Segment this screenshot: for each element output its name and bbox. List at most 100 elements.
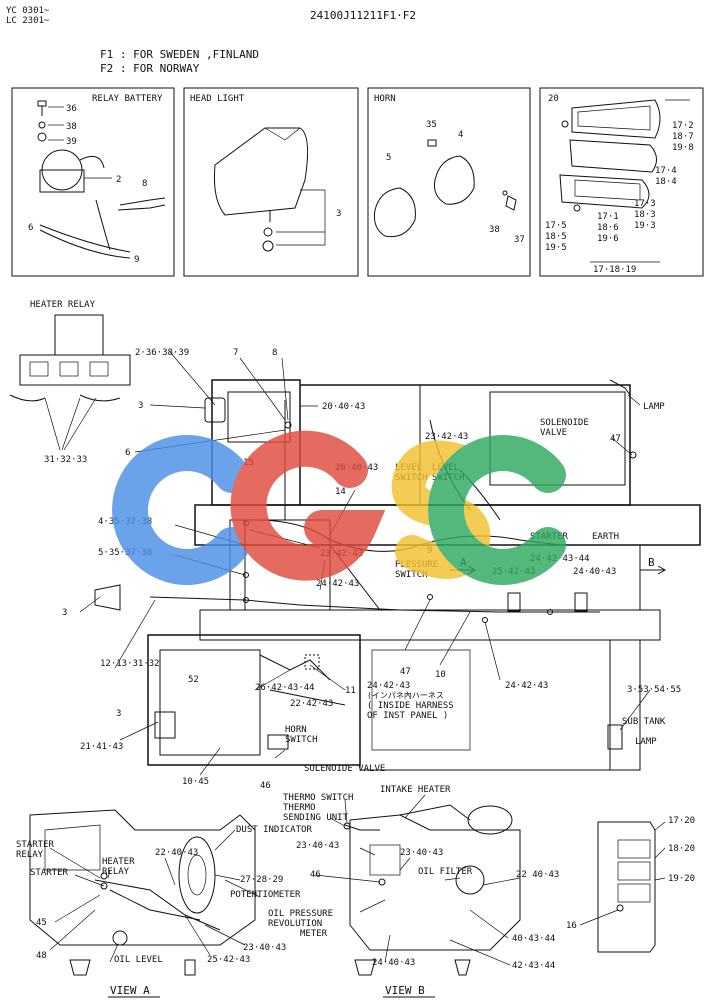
view-b-40-43-44: 40·43·44	[512, 934, 555, 944]
view-a-potentiometer: POTENTIOMETER	[230, 890, 301, 900]
callout-17-4: 17·4	[655, 166, 677, 176]
side-callout-17-20: 17·20	[668, 816, 695, 826]
callout-18-5: 18·5	[545, 232, 567, 242]
label-solenoide-valve-bottom: SOLENOIDE VALVE	[304, 764, 385, 774]
heater-relay-detail: HEATER RELAY 31·32·33	[9, 300, 131, 465]
label-harness-2: OF INST PANEL )	[367, 711, 448, 721]
view-b: THERMO SWITCH THERMO SENDING UNIT INTAKE…	[268, 785, 559, 998]
label-47-right: 47	[610, 434, 621, 444]
panel-head-light-title: HEAD LIGHT	[190, 94, 245, 104]
label-3-53-54-55: 3·53·54·55	[627, 685, 681, 695]
view-b-revolution: REVOLUTION	[268, 919, 322, 929]
view-a-45: 45	[36, 918, 47, 928]
callout-36: 36	[66, 104, 77, 114]
label-24-40-43: 24·40·43	[573, 567, 616, 577]
view-a-starter-relay-1: STARTER	[16, 840, 55, 850]
note-f2: F2 : FOR NORWAY	[100, 62, 200, 75]
label-arrow-b: B	[648, 556, 655, 569]
label-24-42-43-44: 24·42·43·44	[530, 554, 590, 564]
callout-18-3: 18·3	[634, 210, 656, 220]
callout-3-headlight: 3	[336, 209, 341, 219]
heater-relay-title: HEATER RELAY	[30, 300, 96, 310]
view-b-intake-heater: INTAKE HEATER	[380, 785, 451, 795]
callout-38: 38	[66, 122, 77, 132]
label-47-bottom: 47	[400, 667, 411, 677]
header: YC 0301~ LC 2301~ 24100J11211F1·F2 F1 : …	[6, 6, 416, 75]
label-3-top: 3	[138, 401, 143, 411]
callout-9: 9	[134, 255, 139, 265]
callout-5: 5	[386, 153, 391, 163]
label-26-42-43-44: 26·42·43·44	[255, 683, 315, 693]
view-b-sending-unit: SENDING UNIT	[283, 813, 349, 823]
label-5-35-37-38: 5·35·37·38	[98, 548, 152, 558]
view-a-heater-relay-1: HEATER	[102, 857, 135, 867]
label-11: 11	[345, 686, 356, 696]
callout-31-32-33: 31·32·33	[44, 455, 87, 465]
side-detail: 17·20 18·20 19·20 16	[566, 816, 695, 953]
label-10: 10	[435, 670, 446, 680]
label-lamp-top: LAMP	[643, 402, 665, 412]
label-sub-tank: SUB TANK	[622, 717, 666, 727]
side-callout-16: 16	[566, 921, 577, 931]
label-harness-jp: (インパネ內ハーネス	[367, 691, 444, 700]
model-line-2: LC 2301~	[6, 16, 50, 26]
view-b-22-40-43: 22 40·43	[516, 870, 559, 880]
view-a-25-42-43: 25·42·43	[207, 955, 250, 965]
label-pressure-switch-2: SWITCH	[395, 570, 428, 580]
label-10-45: 10·45	[182, 777, 209, 787]
label-14: 14	[335, 487, 346, 497]
view-b-meter: METER	[300, 929, 328, 939]
part-number: 24100J11211F1·F2	[310, 9, 416, 22]
view-b-23-40-43-a: 23·40·43	[296, 841, 339, 851]
label-3-cab: 3	[116, 709, 121, 719]
view-b-23-40-43-b: 23·40·43	[400, 848, 443, 858]
view-a-oil-level: OIL LEVEL	[114, 955, 163, 965]
callout-19-5: 19·5	[545, 243, 567, 253]
panel-horn: HORN 35 4 5 38 37	[367, 87, 531, 277]
side-callout-19-20: 19·20	[668, 874, 695, 884]
panel-horn-title: HORN	[374, 94, 396, 104]
label-6: 6	[125, 448, 130, 458]
view-a-48: 48	[36, 951, 47, 961]
label-solenoide-1: SOLENOIDE	[540, 418, 589, 428]
view-a-27-28-29: 27·28·29	[240, 875, 283, 885]
label-horn-switch-2: SWITCH	[285, 735, 318, 745]
watermark-letter-c1	[112, 435, 250, 585]
label-earth: EARTH	[592, 532, 619, 542]
label-21-41-43: 21·41·43	[80, 742, 123, 752]
view-b-oil-filter: OIL FILTER	[418, 867, 473, 877]
callout-19-8: 19·8	[672, 143, 694, 153]
label-solenoide-2: VALVE	[540, 428, 567, 438]
label-2-36-38-39: 2·36·38·39	[135, 348, 189, 358]
view-a-starter-relay-2: RELAY	[16, 850, 44, 860]
side-callout-18-20: 18·20	[668, 844, 695, 854]
label-12-13-31-32: 12·13·31·32	[100, 659, 160, 669]
callout-8: 8	[142, 179, 147, 189]
panel-head-light: HEAD LIGHT 3	[183, 87, 359, 277]
view-a-starter: STARTER	[30, 868, 69, 878]
label-20-40-43: 20·40·43	[322, 402, 365, 412]
callout-39: 39	[66, 137, 77, 147]
callout-17-3: 17·3	[634, 199, 656, 209]
view-b-thermo-switch: THERMO SWITCH	[283, 793, 353, 803]
panel-relay-battery: RELAY BATTERY 36 38 39 2 8 6 9	[11, 87, 175, 277]
callout-18-6: 18·6	[597, 223, 619, 233]
callout-35: 35	[426, 120, 437, 130]
callout-37: 37	[514, 235, 525, 245]
view-a-23-40-43: 23·40·43	[243, 943, 286, 953]
watermark-letter-c2	[428, 435, 566, 585]
label-24-42-43-c: 24·42·43	[505, 681, 548, 691]
callout-2: 2	[116, 175, 121, 185]
view-b-24-40-43: 24·40·43	[372, 958, 415, 968]
view-b-title: VIEW B	[385, 984, 425, 997]
panel-relay-battery-title: RELAY BATTERY	[92, 94, 163, 104]
panel-lamp-detail: 20 17·2 18·7 19·8 17·4 18·4 17·5 18·5 19…	[539, 87, 704, 277]
label-24-42-43-b: 24·42·43	[367, 681, 410, 691]
callout-17-5: 17·5	[545, 221, 567, 231]
view-b-oil-pressure: OIL PRESSURE	[268, 909, 333, 919]
label-46: 46	[260, 781, 271, 791]
callout-20: 20	[548, 94, 559, 104]
label-3-left: 3	[62, 608, 67, 618]
view-b-thermo: THERMO	[283, 803, 316, 813]
